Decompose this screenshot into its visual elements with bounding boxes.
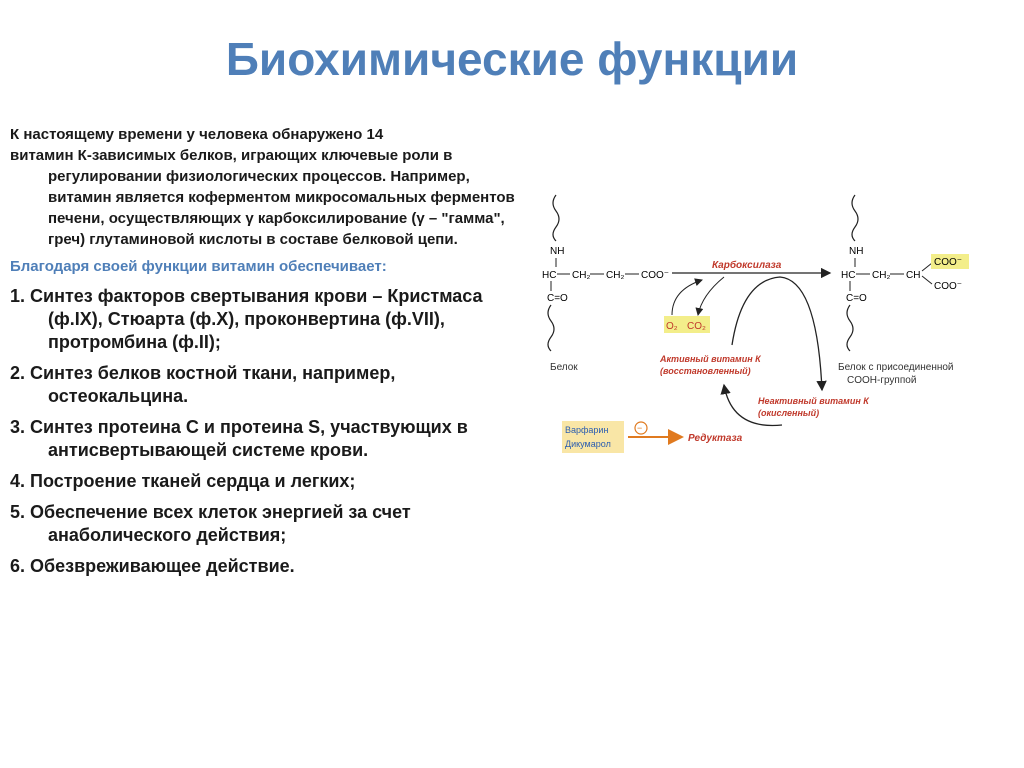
nh-label-right: NH bbox=[849, 246, 863, 257]
co-label-right: C=O bbox=[846, 293, 867, 304]
protein-caption: Белок bbox=[550, 362, 578, 373]
co-label-left: C=O bbox=[547, 293, 568, 304]
coo-bottom-label-right: COO⁻ bbox=[934, 281, 962, 292]
hc-label-right: HC bbox=[841, 270, 855, 281]
list-item: 1. Синтез факторов свертывания крови – К… bbox=[10, 286, 483, 352]
protein-chain-top-left bbox=[552, 194, 560, 242]
protein-cooh-caption-line2: COOH-группой bbox=[847, 375, 916, 386]
slide-title: Биохимические функции bbox=[225, 33, 799, 85]
list-item: 3. Синтез протеина С и протеина S, участ… bbox=[10, 417, 468, 460]
active-vitamin-line1: Активный витамин К bbox=[659, 354, 762, 364]
inactive-vitamin-line1: Неактивный витамин К bbox=[758, 396, 870, 406]
protein-cooh-caption-line1: Белок с присоединенной bbox=[838, 362, 954, 373]
coo-top-label-right: COO⁻ bbox=[934, 257, 962, 268]
active-vitamin-line2: (восстановленный) bbox=[660, 366, 751, 376]
ch2a-label-left: CH₂ bbox=[572, 270, 590, 281]
coo-label-left: COO⁻ bbox=[641, 270, 669, 281]
inhibit-minus-icon bbox=[634, 421, 648, 435]
inactive-vitamin-line2: (окисленный) bbox=[758, 408, 819, 418]
text-column: К настоящему времени у человека обнаруже… bbox=[10, 124, 515, 586]
intro-rest: витамин К-зависимых белков, играющих клю… bbox=[10, 147, 515, 248]
protein-chain-top-right bbox=[851, 194, 859, 242]
reductase-label: Редуктаза bbox=[688, 433, 743, 444]
intro-paragraph: К настоящему времени у человека обнаруже… bbox=[10, 124, 515, 250]
protein-chain-bottom-left bbox=[547, 304, 555, 352]
diagram-svg: NH HC CH₂ CH₂ COO⁻ C=O Белок Карбоксилаз… bbox=[542, 194, 969, 453]
vitamin-k-cycle-diagram: NH HC CH₂ CH₂ COO⁻ C=O Белок Карбоксилаз… bbox=[532, 185, 987, 465]
ch2b-label-left: CH₂ bbox=[606, 270, 624, 281]
protein-chain-bottom-right bbox=[846, 304, 854, 352]
warfarin-label: Варфарин bbox=[565, 425, 608, 435]
accent-heading: Благодаря своей функции витамин обеспечи… bbox=[10, 258, 387, 275]
intro-line-1: К настоящему времени у человека обнаруже… bbox=[10, 126, 384, 143]
dicumarol-label: Дикумарол bbox=[565, 439, 611, 449]
hc-label-left: HC bbox=[542, 270, 556, 281]
functions-list: 1. Синтез факторов свертывания крови – К… bbox=[10, 285, 515, 578]
list-item: 4. Построение тканей сердца и легких; bbox=[10, 471, 356, 491]
list-item: 6. Обезвреживающее действие. bbox=[10, 556, 295, 576]
nh-label-left: NH bbox=[550, 246, 564, 257]
carboxylase-label: Карбоксилаза bbox=[712, 259, 782, 271]
ch-label-right: CH bbox=[906, 270, 920, 281]
minus-sign: − bbox=[637, 423, 642, 433]
list-item: 5. Обеспечение всех клеток энергией за с… bbox=[10, 502, 411, 545]
ch2-label-right: CH₂ bbox=[872, 270, 890, 281]
co2-label: CO₂ bbox=[687, 321, 706, 332]
list-item: 2. Синтез белков костной ткани, например… bbox=[10, 363, 396, 406]
o2-label: O₂ bbox=[666, 321, 678, 332]
